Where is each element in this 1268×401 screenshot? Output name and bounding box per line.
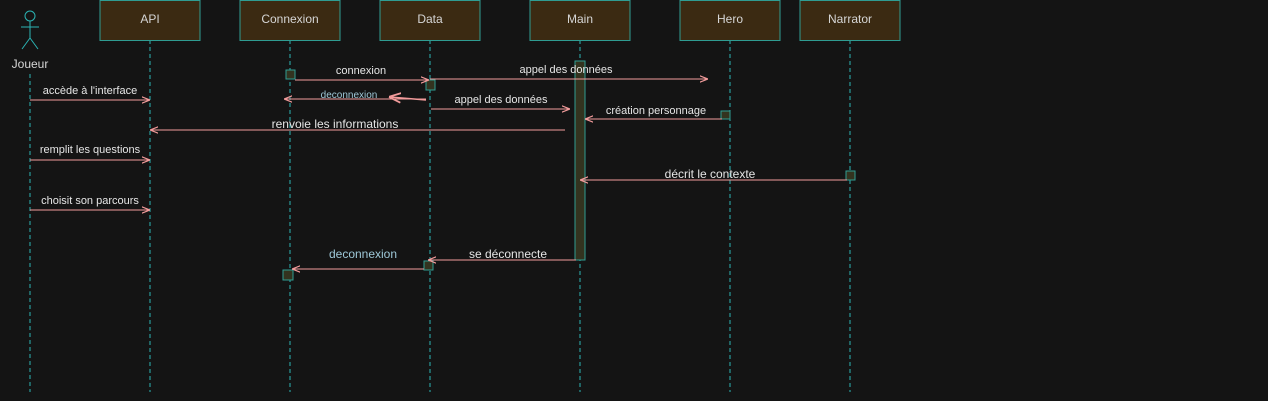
actor-leg-right [29,37,39,50]
participant-label-data: Data [417,12,443,26]
message-label-m6: création personnage [606,105,706,117]
participant-label-api: API [140,12,159,26]
participant-box-narrator[interactable] [799,0,901,41]
participant-box-hero[interactable] [679,0,781,41]
participant-box-api[interactable] [99,0,201,41]
activation-data-2 [423,260,434,271]
message-label-m1: connexion [336,65,386,77]
participant-label-connexion: Connexion [261,12,318,26]
participant-label-hero: Hero [717,12,743,26]
participant-label-narrator: Narrator [828,12,872,26]
message-label-m4: deconnexion [321,90,378,101]
participant-box-main[interactable] [529,0,631,41]
activation-main [574,60,586,261]
actor-head [24,10,36,22]
activation-connexion-1 [285,69,296,80]
actor-leg-left [21,37,31,50]
actor-label: Joueur [12,57,49,71]
participant-box-connexion[interactable] [239,0,341,41]
participant-box-data[interactable] [379,0,481,41]
activation-connexion-2 [282,269,294,281]
message-label-m8: remplit les questions [40,144,141,156]
activation-hero [720,110,731,120]
message-label-m2: appel des données [520,64,613,76]
message-label-m9: décrit le contexte [665,167,756,181]
message-label-m3: accède à l'interface [43,85,137,97]
participant-label-main: Main [567,12,593,26]
activation-data-1 [425,79,436,91]
message-label-m10: choisit son parcours [41,195,139,207]
message-label-m12: deconnexion [329,247,397,261]
message-label-m5: appel des données [455,94,548,106]
message-label-m7: renvoie les informations [272,117,399,131]
message-label-m11: se déconnecte [469,247,547,261]
activation-narrator [845,170,856,181]
